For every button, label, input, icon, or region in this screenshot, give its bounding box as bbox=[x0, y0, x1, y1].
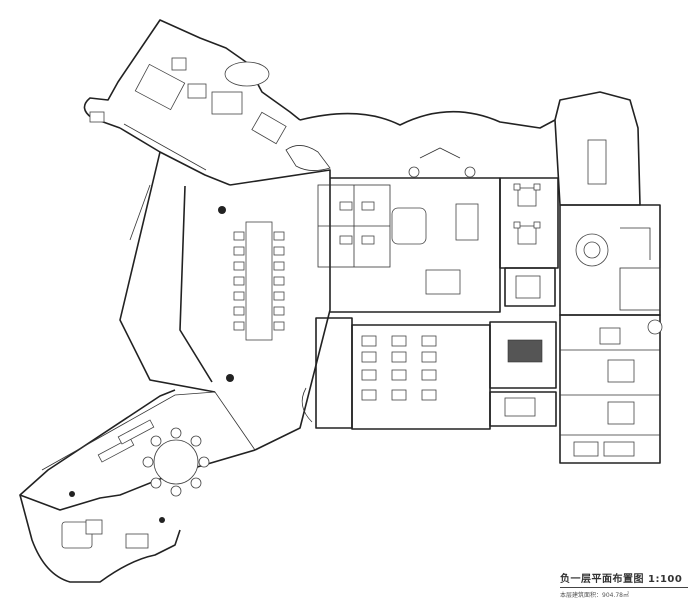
card-tables bbox=[513, 183, 541, 245]
closet bbox=[211, 91, 243, 115]
bar-counter bbox=[587, 139, 607, 185]
bed bbox=[134, 63, 186, 111]
southwest-wing bbox=[19, 389, 256, 583]
title-underline bbox=[560, 587, 688, 588]
central-hall bbox=[119, 110, 556, 451]
media-rooms bbox=[301, 317, 557, 430]
sofa-set bbox=[391, 207, 427, 245]
banquet-chairs bbox=[142, 427, 210, 497]
east-rooms bbox=[499, 91, 661, 316]
vanity bbox=[251, 111, 287, 145]
central-lounge bbox=[317, 147, 501, 313]
drawing-scale: 1:100 bbox=[647, 574, 683, 585]
drawing-title-line: 负一层平面布置图 1:100 bbox=[560, 570, 692, 585]
drawing-title-block: 负一层平面布置图 1:100 本层建筑面积：904.78㎡ bbox=[560, 570, 692, 599]
lounge-sofa bbox=[61, 521, 93, 549]
northwest-wing bbox=[83, 19, 331, 186]
armchair bbox=[187, 83, 207, 99]
bathtub bbox=[224, 61, 270, 87]
dining-chairs bbox=[233, 231, 285, 331]
southeast-bedrooms bbox=[559, 314, 663, 464]
armchair-sw bbox=[85, 519, 103, 535]
area-note: 本层建筑面积：904.78㎡ bbox=[560, 592, 629, 599]
recliner-seats bbox=[361, 335, 437, 401]
spiral-stair bbox=[285, 145, 331, 171]
banquet-table bbox=[153, 439, 199, 485]
island-table bbox=[425, 269, 461, 295]
lounge-chair bbox=[89, 111, 105, 123]
desk-sw bbox=[125, 533, 149, 549]
nightstand bbox=[171, 57, 187, 71]
coffee-table bbox=[455, 203, 479, 241]
dining-table bbox=[245, 221, 273, 341]
drawing-title: 负一层平面布置图 bbox=[560, 574, 644, 585]
